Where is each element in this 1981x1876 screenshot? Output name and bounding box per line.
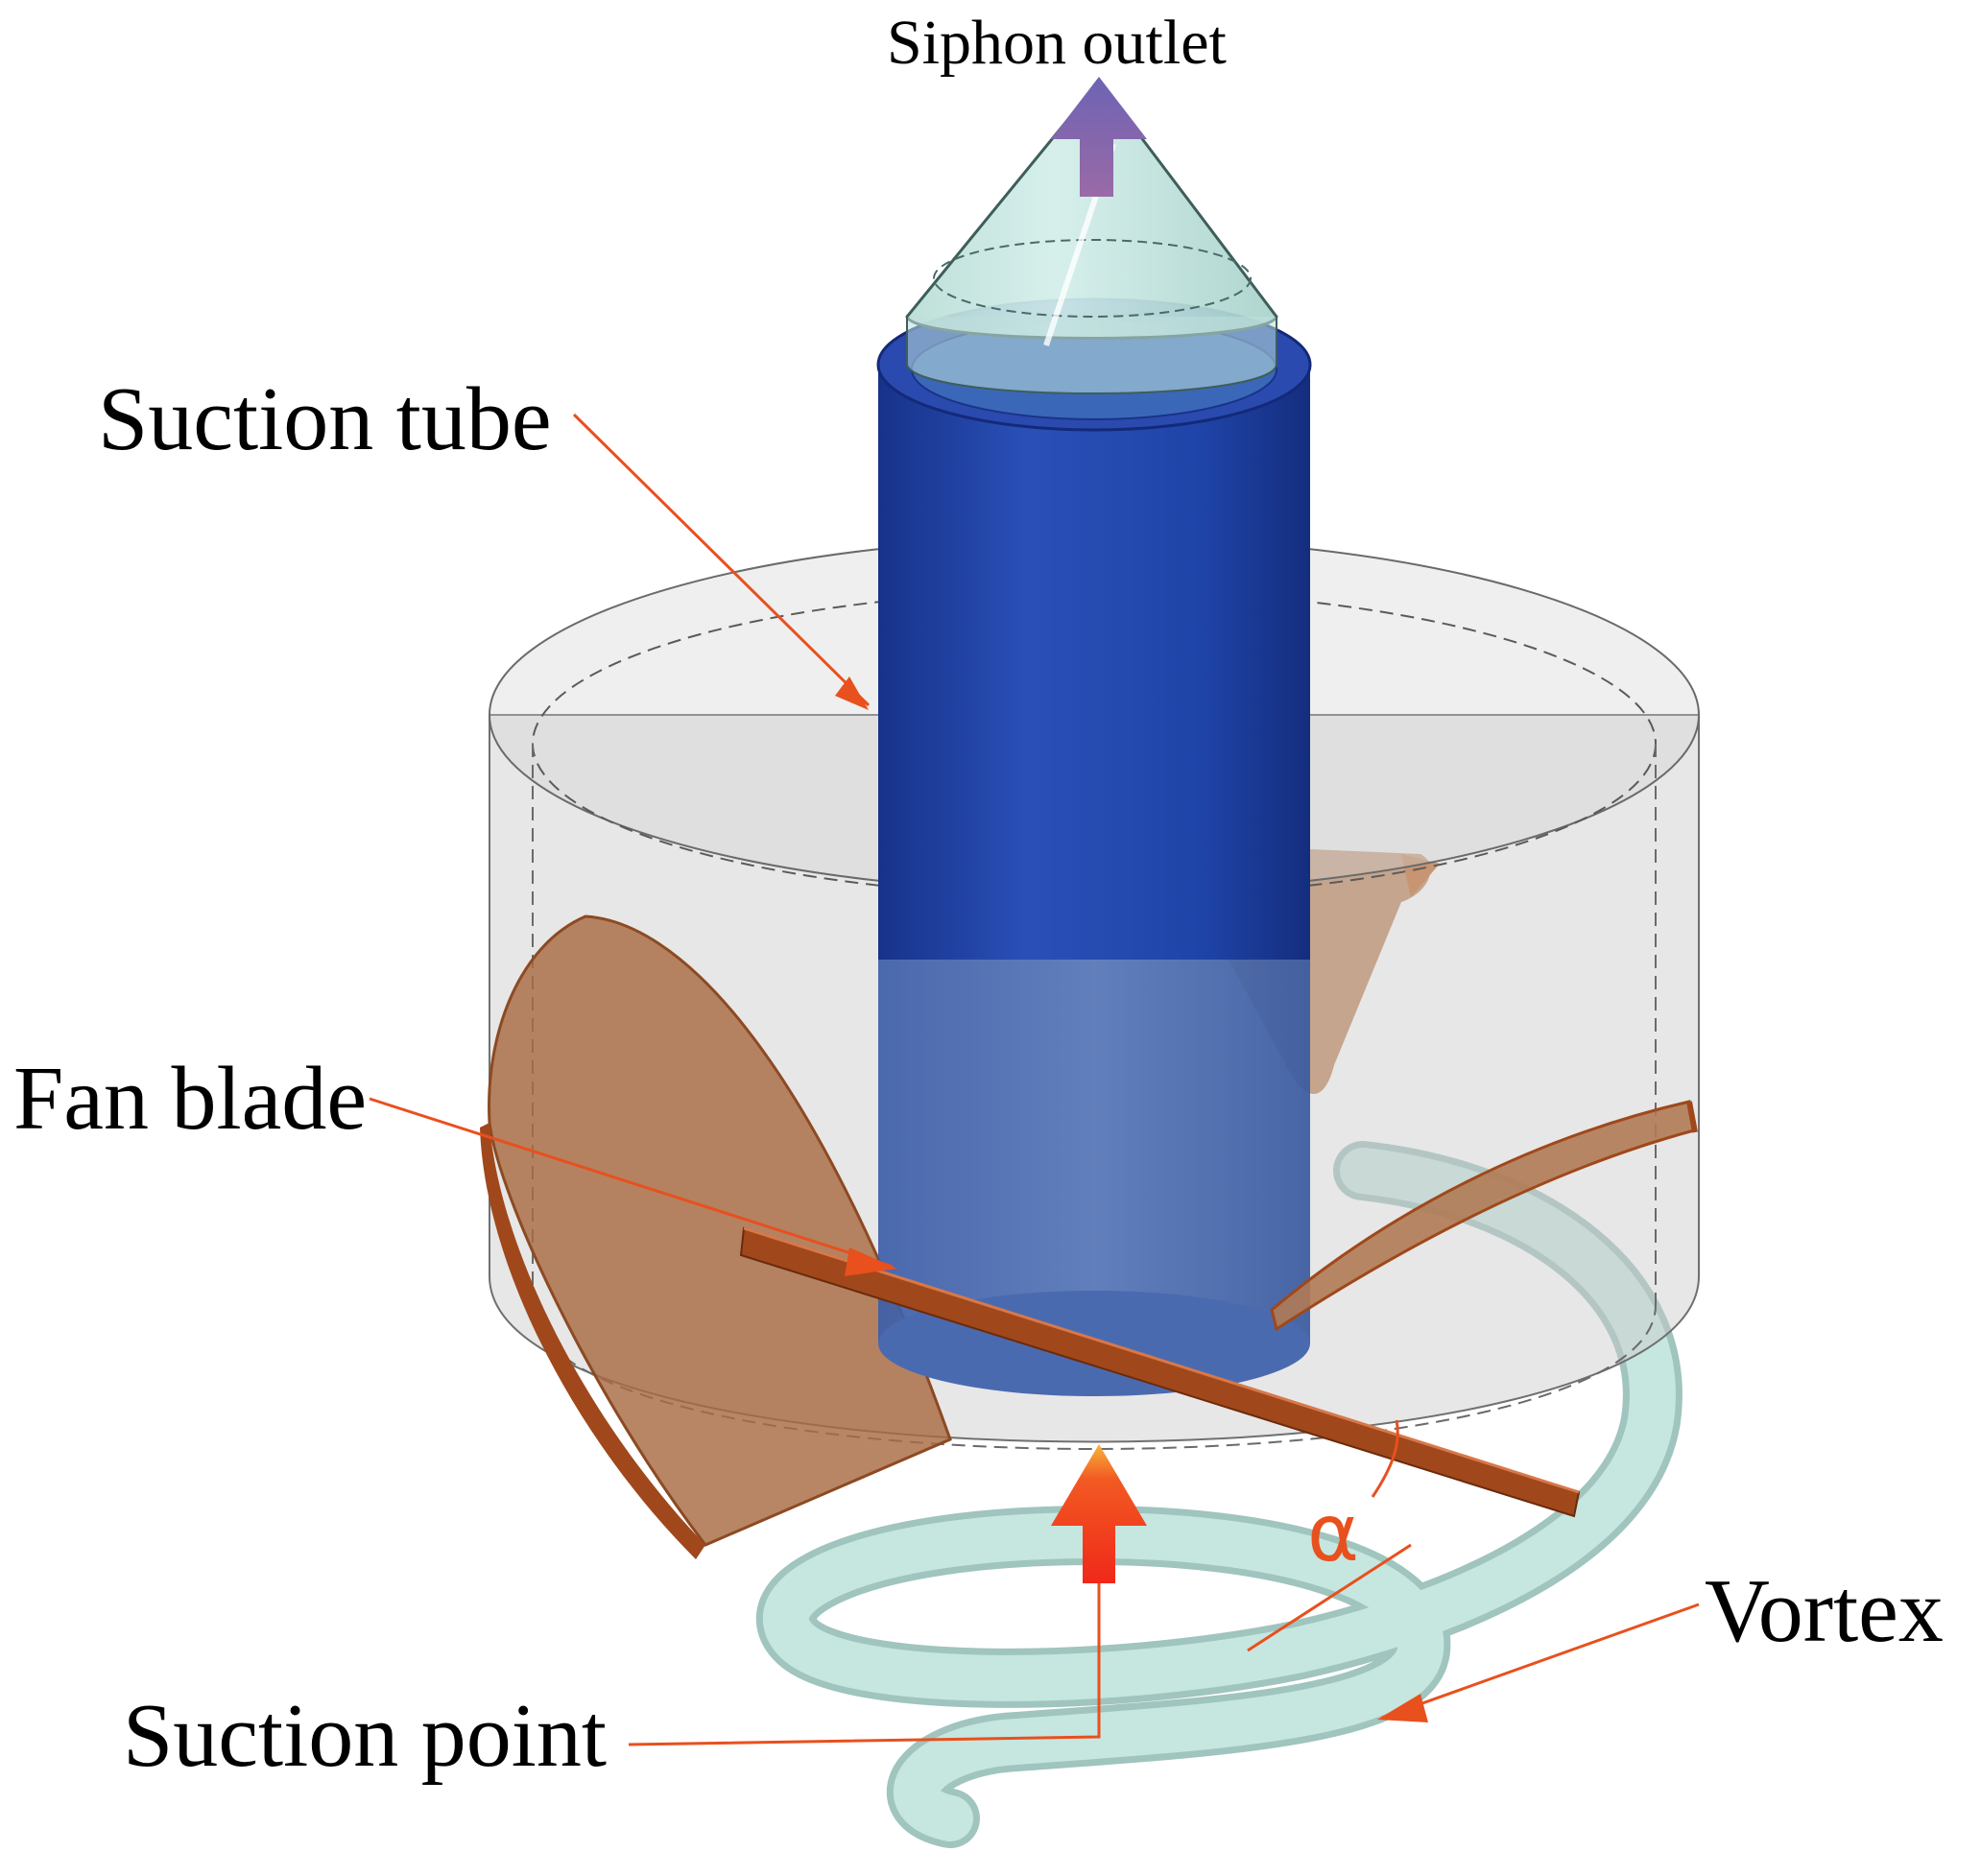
- suction-tube: [876, 297, 1312, 1396]
- suction-tube-leader: [572, 413, 871, 707]
- suction-tube-leader-arrowhead: [835, 677, 869, 710]
- vortex-leader-inner: [1247, 1543, 1412, 1652]
- siphon-outlet-cone: [905, 79, 1278, 394]
- vortex-leader: [1381, 1603, 1700, 1720]
- fan-blade-leader-arrowhead: [845, 1247, 897, 1276]
- suction-tube-label: Suction tube: [98, 369, 552, 469]
- vortex-label: Vortex: [1705, 1561, 1944, 1661]
- angle-alpha-label: α: [1307, 1488, 1360, 1579]
- fan-blade-left: [480, 914, 952, 1559]
- fan-blade-label: Fan blade: [13, 1049, 368, 1149]
- suction-point-label: Suction point: [123, 1686, 607, 1786]
- suction-point-leader: [628, 1583, 1101, 1746]
- fan-blade-leader: [369, 1097, 894, 1269]
- suction-arrow: [1051, 1444, 1147, 1583]
- fan-blade-right: [1270, 1100, 1698, 1332]
- leader-lines: [369, 413, 1700, 1746]
- angle-arc: [1371, 1419, 1399, 1498]
- vortex-spiral: [755, 1141, 1683, 1848]
- fan-blade-front: [739, 1226, 1581, 1518]
- vortex-leader-arrowhead: [1377, 1694, 1428, 1722]
- siphon-outlet-label: Siphon outlet: [887, 8, 1227, 78]
- siphon-outlet-arrow: [1051, 77, 1147, 197]
